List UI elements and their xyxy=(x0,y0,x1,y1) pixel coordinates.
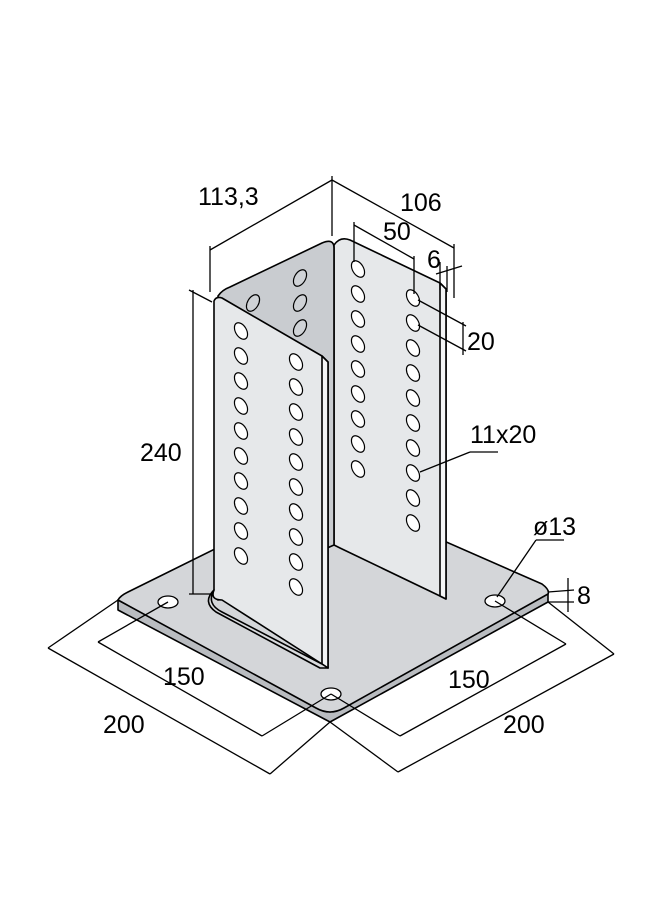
label-plate-right: 200 xyxy=(503,711,545,739)
wing-front-slots xyxy=(233,322,304,596)
label-hole-spacing-right: 150 xyxy=(448,666,490,694)
label-width-right: 106 xyxy=(400,189,442,217)
wing-back-left-slots xyxy=(245,269,308,337)
wing-back-right-slots xyxy=(350,260,421,532)
label-height: 240 xyxy=(140,439,182,467)
wing-front xyxy=(207,296,329,669)
label-slot-pitch: 20 xyxy=(467,328,495,356)
wing-front-foot xyxy=(207,589,329,669)
label-width-left: 113,3 xyxy=(198,183,259,211)
label-slot-size: 11x20 xyxy=(470,421,536,449)
label-slot-spacing: 50 xyxy=(383,218,411,246)
label-plate-left: 200 xyxy=(103,711,145,739)
label-hole-diameter: ø13 xyxy=(533,513,576,541)
dimension-lines xyxy=(47,176,615,775)
dimension-labels: 113,3 106 50 6 20 240 11x20 ø13 8 150 15… xyxy=(103,183,591,739)
label-wing-thickness: 6 xyxy=(427,246,441,274)
label-plate-thickness: 8 xyxy=(577,582,591,610)
label-hole-spacing-left: 150 xyxy=(163,663,205,691)
wing-back-right xyxy=(333,238,447,600)
